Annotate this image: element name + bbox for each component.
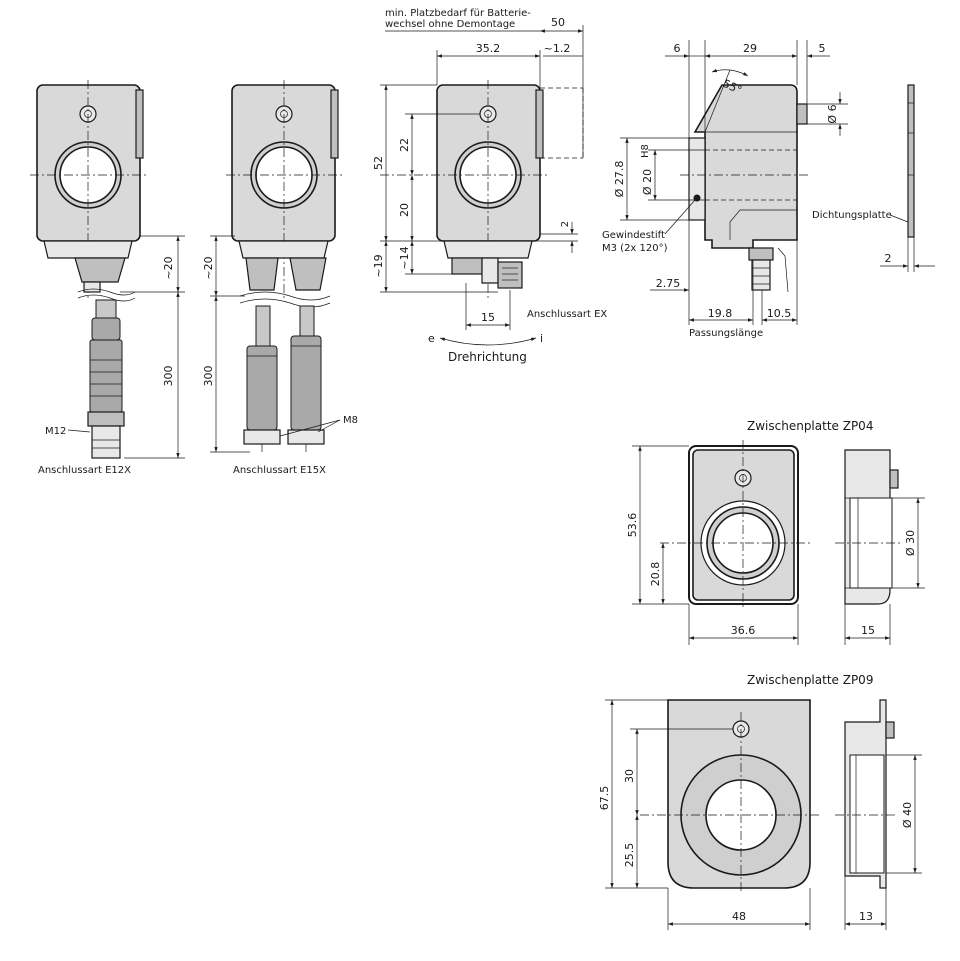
dim-19: ~19 — [372, 254, 385, 277]
view-zp04: Zwischenplatte ZP04 53.6 20.8 36.6 Ø 30 — [626, 419, 925, 645]
label-m8: M8 — [343, 415, 358, 426]
label-anschlussart-e15x: Anschlussart E15X — [233, 465, 326, 476]
view-e12x: ~20 300 M12 Anschlussart E12X — [30, 80, 185, 476]
dim-zp09-30: 30 — [623, 769, 636, 783]
dim-zp09-25-5: 25.5 — [623, 843, 636, 868]
dim-2-75: 2.75 — [656, 277, 681, 290]
title-zp04: Zwischenplatte ZP04 — [747, 419, 873, 433]
dim-22: 22 — [398, 138, 411, 152]
label-gewindestift-1: Gewindestift — [602, 230, 665, 241]
dim-zp04-20-8: 20.8 — [649, 562, 662, 587]
label-platzbedarf-1: min. Platzbedarf für Batterie- — [385, 8, 531, 19]
housing-side — [693, 84, 798, 249]
dim-6-top: 6 — [674, 42, 681, 55]
dim-20-e15x: ~20 — [202, 256, 215, 279]
dim-300-e15x: 300 — [202, 366, 215, 387]
dim-2-front: 2 — [560, 221, 571, 227]
dim-zp09-13: 13 — [859, 910, 873, 923]
dim-10-5: 10.5 — [767, 307, 792, 320]
dim-50: 50 — [551, 16, 565, 29]
rotation-arrow — [439, 337, 537, 346]
dim-29: 29 — [743, 42, 757, 55]
label-drehrichtung: Drehrichtung — [448, 350, 527, 364]
label-dichtungsplatte: Dichtungsplatte — [812, 210, 892, 221]
connector-m8-left — [246, 345, 278, 431]
view-zp09: Zwischenplatte ZP09 67.5 30 25.5 48 Ø 40 — [598, 673, 922, 930]
label-passungslaenge: Passungslänge — [689, 328, 763, 339]
dim-zp09-dia40: Ø 40 — [901, 802, 914, 828]
label-m12: M12 — [45, 426, 66, 437]
dim-zp09-48: 48 — [732, 910, 746, 923]
dim-300-e12x: 300 — [162, 366, 175, 387]
dim-dia27-8: Ø 27.8 — [613, 161, 626, 198]
dim-zp04-dia30: Ø 30 — [904, 530, 917, 556]
dim-h8: H8 — [640, 144, 651, 158]
dim-zp04-36-6: 36.6 — [731, 624, 756, 637]
label-dreh-i: i — [540, 332, 543, 345]
dim-20-e12x: ~20 — [162, 256, 175, 279]
view-ex: min. Platzbedarf für Batterie- wechsel o… — [372, 8, 607, 364]
dim-35-2: 35.2 — [476, 42, 501, 55]
dim-15-front: 15 — [481, 311, 495, 324]
dim-5: 5 — [819, 42, 826, 55]
label-gewindestift-2: M3 (2x 120°) — [602, 243, 668, 254]
dim-zp09-67-5: 67.5 — [598, 786, 611, 811]
title-zp09: Zwischenplatte ZP09 — [747, 673, 873, 687]
dim-20-front: 20 — [398, 203, 411, 217]
dichtungsplatte — [907, 84, 915, 238]
view-side: 6 29 5 55° Ø 6 Ø 27.8 Ø 20 H8 Gewindesti… — [602, 40, 935, 339]
label-anschlussart-ex: Anschlussart EX — [527, 309, 607, 320]
dim-1-2: ~1.2 — [544, 42, 571, 55]
connector-m8-right — [290, 335, 322, 431]
connector-m12 — [89, 339, 123, 413]
dim-dia20: Ø 20 — [641, 169, 654, 195]
dim-2-seal: 2 — [885, 252, 892, 265]
dim-zp04-15: 15 — [861, 624, 875, 637]
dim-dia6: Ø 6 — [826, 104, 839, 123]
dim-14: ~14 — [398, 246, 411, 269]
dim-19-8: 19.8 — [708, 307, 733, 320]
label-anschlussart-e12x: Anschlussart E12X — [38, 465, 131, 476]
dim-52: 52 — [372, 156, 385, 170]
view-e15x: ~20 300 M8 Anschlussart E15X — [202, 80, 358, 476]
label-dreh-e: e — [428, 332, 435, 345]
dim-zp04-53-6: 53.6 — [626, 513, 639, 538]
label-platzbedarf-2: wechsel ohne Demontage — [385, 19, 515, 30]
